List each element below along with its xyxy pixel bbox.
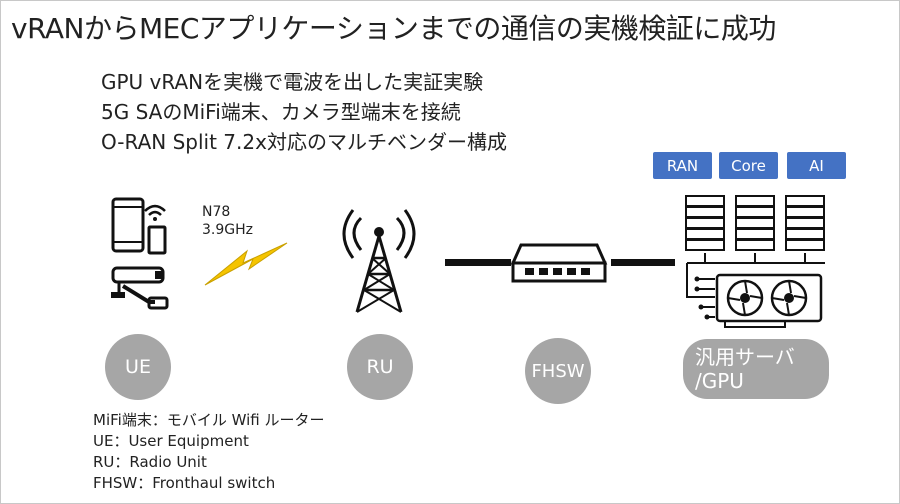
slide-title: vRANからMECアプリケーションまでの通信の実機検証に成功 (11, 12, 776, 45)
note-item: MiFi端末：モバイル Wifi ルーター (93, 411, 325, 429)
server-rack-icon (685, 195, 725, 251)
tag-core: Core (719, 152, 778, 179)
node-fhsw: FHSW (525, 338, 591, 404)
router-icon (144, 204, 167, 255)
camera-icon (111, 266, 169, 310)
link-fhsw-server (611, 259, 675, 266)
server-label-line2: /GPU (695, 369, 744, 393)
bullet-item: GPU vRANを実機で電波を出した実証実験 (101, 70, 484, 94)
tower-icon (342, 209, 416, 313)
bullet-item: 5G SAのMiFi端末、カメラ型端末を接続 (101, 100, 461, 124)
node-ru: RU (347, 334, 413, 400)
band-name: N78 (202, 204, 231, 220)
lightning-icon (204, 242, 288, 286)
abbreviation-notes: MiFi端末：モバイル Wifi ルーター UE：User Equipment … (93, 410, 324, 494)
gpu-card-icon (686, 253, 825, 328)
tag-ran: RAN (653, 152, 712, 179)
switch-icon (510, 243, 608, 283)
tag-ai: AI (787, 152, 846, 179)
server-rack-icon (785, 195, 825, 251)
smartphone-icon (111, 197, 145, 253)
band-label: N78 3.9GHz (202, 203, 253, 239)
band-frequency: 3.9GHz (202, 222, 253, 238)
bullet-list: GPU vRANを実機で電波を出した実証実験 5G SAのMiFi端末、カメラ型… (101, 67, 507, 157)
node-ue: UE (105, 334, 171, 400)
bullet-item: O-RAN Split 7.2x対応のマルチベンダー構成 (101, 130, 507, 154)
note-item: RU：Radio Unit (93, 453, 207, 471)
note-item: FHSW：Fronthaul switch (93, 474, 276, 492)
note-item: UE：User Equipment (93, 432, 249, 450)
node-server-gpu: 汎用サーバ /GPU (683, 339, 829, 399)
server-rack-icon (735, 195, 775, 251)
link-ru-fhsw (445, 259, 511, 266)
server-label-line1: 汎用サーバ (695, 345, 795, 369)
